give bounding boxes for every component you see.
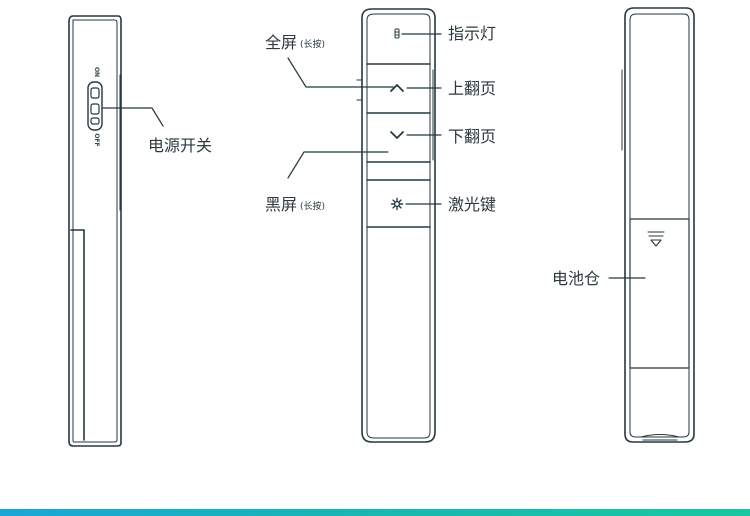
label-indicator: 指示灯 <box>448 24 497 43</box>
switch-on-label: ON <box>93 67 100 77</box>
label-blackscreen: 黑屏(长按) <box>265 196 325 216</box>
led-indicator-icon <box>394 28 400 39</box>
label-blackscreen-text: 黑屏 <box>265 195 298 214</box>
switch-off-label: OFF <box>93 133 100 146</box>
label-page-up: 上翻页 <box>448 79 497 98</box>
label-page-down: 下翻页 <box>448 127 497 146</box>
label-battery: 电池仓 <box>552 269 601 288</box>
label-fullscreen-note: (长按) <box>300 40 326 50</box>
side-view-device <box>68 15 164 447</box>
power-switch-slider[interactable] <box>87 81 103 131</box>
arrow-down-lines-icon <box>647 231 665 247</box>
label-laser: 激光键 <box>448 195 497 214</box>
laser-gear-icon[interactable] <box>390 197 404 211</box>
bottom-accent-bar <box>0 509 750 516</box>
label-fullscreen-text: 全屏 <box>265 33 298 52</box>
label-blackscreen-note: (长按) <box>300 202 326 212</box>
chevron-up-icon[interactable] <box>390 84 404 92</box>
label-fullscreen: 全屏(长按) <box>265 34 325 54</box>
label-power-switch: 电源开关 <box>148 136 213 155</box>
battery-cover[interactable] <box>629 218 690 369</box>
chevron-down-icon[interactable] <box>390 131 404 139</box>
front-view-device <box>287 8 442 443</box>
back-view-device <box>608 7 695 443</box>
